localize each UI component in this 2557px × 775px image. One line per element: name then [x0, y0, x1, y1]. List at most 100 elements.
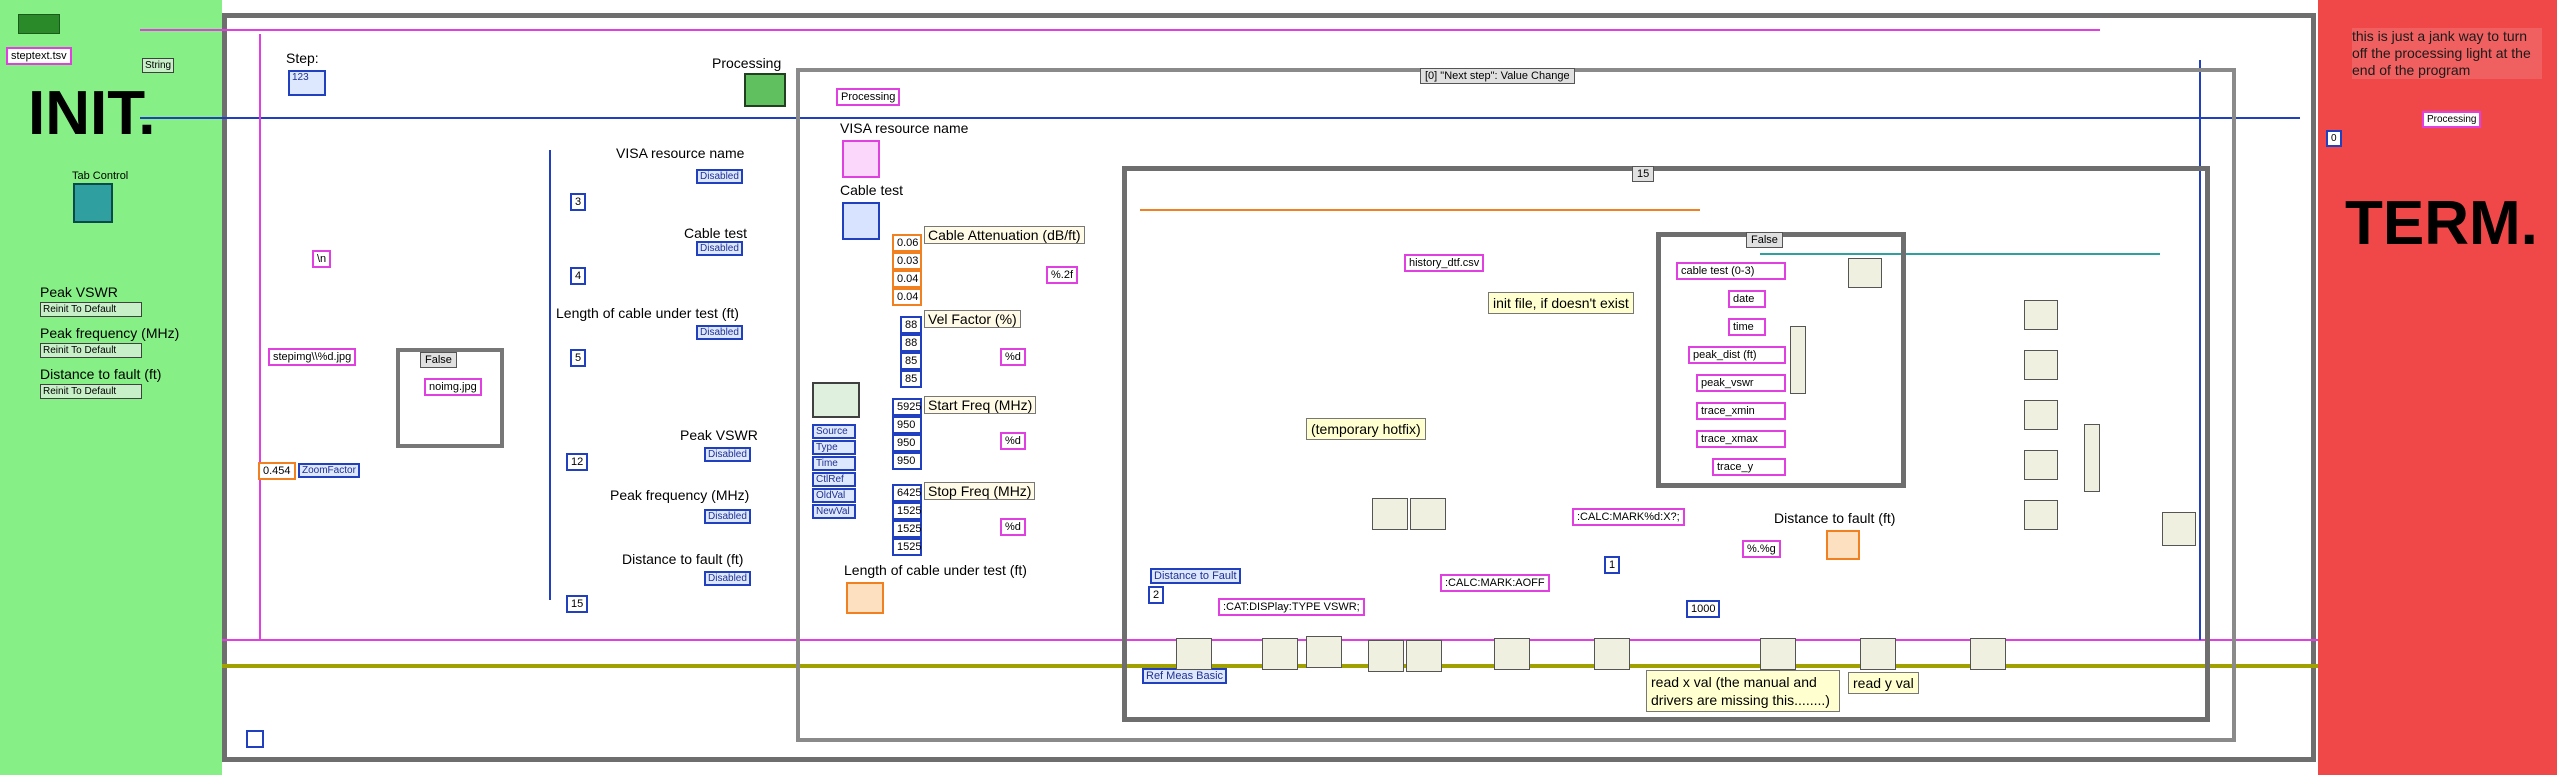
row-disabled-indicator: Disabled [704, 571, 751, 586]
disabled-row: Length of cable under test (ft) 5 Disabl… [556, 305, 756, 427]
format-constant[interactable]: %d [1000, 432, 1026, 450]
const-1000[interactable]: 1000 [1686, 600, 1720, 618]
const-1[interactable]: 1 [1604, 556, 1620, 574]
array-element[interactable]: 0.03 [892, 252, 922, 270]
row-label: Distance to fault (ft) [622, 551, 743, 567]
stepimg-constant[interactable]: stepimg\\%d.jpg [268, 348, 356, 366]
event-data-item: NewVal [812, 504, 856, 519]
driver-vi-icon [1860, 638, 1896, 670]
node-icon [2024, 400, 2058, 430]
dtf-enum[interactable]: Distance to Fault [1150, 568, 1241, 584]
bundle-node-icon [1790, 326, 1806, 394]
bundle-item[interactable]: trace_xmax [1696, 430, 1786, 448]
array-title: Stop Freq (MHz) [924, 482, 1035, 500]
driver-vi-icon [1406, 640, 1442, 672]
disabled-row: Cable test 4 Disabled [556, 223, 756, 305]
event-data-item: Type [812, 440, 856, 455]
processing-local-ref[interactable]: Processing [836, 88, 900, 106]
row-index-const[interactable]: 4 [570, 267, 586, 285]
visa-label: VISA resource name [840, 120, 968, 136]
node-icon [2024, 300, 2058, 330]
cable-control-icon[interactable] [842, 202, 880, 240]
bundle-item[interactable]: peak_vswr [1696, 374, 1786, 392]
array-element[interactable]: 88 [900, 316, 922, 334]
array-element[interactable]: 0.04 [892, 270, 922, 288]
driver-vi-icon [1410, 498, 1446, 530]
bundle-item[interactable]: trace_y [1712, 458, 1786, 476]
read-y-comment: read y val [1848, 672, 1919, 694]
disabled-row: VISA resource name 3 Disabled [556, 145, 756, 223]
array-element[interactable]: 950 [892, 452, 922, 470]
bundle-item[interactable]: trace_xmin [1696, 402, 1786, 420]
array-values: 5925 950 950 950 [892, 398, 922, 470]
zoom-constant[interactable]: 0.454 [258, 462, 296, 480]
history-file-const[interactable]: history_dtf.csv [1404, 254, 1484, 272]
format-constant[interactable]: %d [1000, 348, 1026, 366]
noimg-constant[interactable]: noimg.jpg [424, 378, 482, 396]
node-icon [2024, 500, 2058, 530]
array-title: Start Freq (MHz) [924, 396, 1036, 414]
read-x-comment: read x val (the manual and drivers are m… [1646, 670, 1840, 712]
array-element[interactable]: 0.04 [892, 288, 922, 306]
inner-case-selector[interactable]: False [1746, 232, 1783, 248]
array-element[interactable]: 6425 [892, 484, 922, 502]
array-element[interactable]: 88 [900, 334, 922, 352]
format-constant[interactable]: %.2f [1046, 266, 1078, 284]
dtf-label: Distance to fault (ft) [1774, 510, 1895, 526]
event-ok-icon[interactable] [812, 382, 860, 418]
bundle-item[interactable]: date [1728, 290, 1766, 308]
bundle-item[interactable]: time [1728, 318, 1766, 336]
array-element[interactable]: 950 [892, 434, 922, 452]
array-element[interactable]: 1525 [892, 502, 922, 520]
processing-label: Processing [712, 55, 781, 71]
visa-control-icon[interactable] [842, 140, 880, 178]
img-case-selector[interactable]: False [420, 352, 457, 368]
array-values: 88 88 85 85 [900, 316, 922, 388]
dtf-indicator-icon [1826, 530, 1860, 560]
write-file-icon [1848, 258, 1882, 288]
build-array-icon [2084, 424, 2100, 492]
calc-mark-x-const[interactable]: :CALC:MARK%d:X?; [1572, 508, 1685, 526]
array-element[interactable]: 85 [900, 370, 922, 388]
array-title: Vel Factor (%) [924, 310, 1021, 328]
disabled-row: Peak VSWR 12 Disabled [556, 427, 756, 487]
row-index-const[interactable]: 15 [566, 595, 588, 613]
hotfix-comment: (temporary hotfix) [1306, 418, 1426, 440]
row-index-const[interactable]: 12 [566, 453, 588, 471]
format-constant[interactable]: %d [1000, 518, 1026, 536]
event-data-item: Time [812, 456, 856, 471]
row-label: VISA resource name [616, 145, 744, 161]
newline-constant[interactable]: \n [312, 250, 331, 268]
case-15-selector[interactable]: 15 [1632, 166, 1654, 182]
cat-display-const[interactable]: :CAT:DISPlay:TYPE VSWR; [1218, 598, 1365, 616]
row-index-const[interactable]: 5 [570, 349, 586, 367]
bundle-item[interactable]: cable test (0-3) [1676, 262, 1786, 280]
row-label: Length of cable under test (ft) [556, 305, 739, 321]
row-index-const[interactable]: 3 [570, 193, 586, 211]
row-label: Peak VSWR [680, 427, 758, 443]
event-selector[interactable]: [0] "Next step": Value Change [1420, 68, 1575, 84]
processing-led-icon[interactable] [744, 73, 786, 107]
length-label: Length of cable under test (ft) [844, 562, 1027, 578]
array-element[interactable]: 5925 [892, 398, 922, 416]
disabled-row: Distance to fault (ft) 15 Disabled [556, 551, 756, 611]
init-file-comment: init file, if doesn't exist [1488, 292, 1634, 314]
event-data-node: Source Type Time CtlRef OldVal NewVal [812, 424, 856, 519]
array-element[interactable]: 0.06 [892, 234, 922, 252]
calc-mark-aoff-const[interactable]: :CALC:MARK:AOFF [1440, 574, 1550, 592]
format-g-const[interactable]: %.%g [1742, 540, 1781, 558]
array-element[interactable]: 1525 [892, 520, 922, 538]
ref-meas-enum[interactable]: Ref Meas Basic [1142, 668, 1227, 684]
driver-vi-icon [1372, 498, 1408, 530]
length-control-icon[interactable] [846, 582, 884, 614]
array-element[interactable]: 1525 [892, 538, 922, 556]
bundle-item[interactable]: peak_dist (ft) [1688, 346, 1786, 364]
driver-vi-icon [1494, 638, 1530, 670]
array-element[interactable]: 950 [892, 416, 922, 434]
const-2[interactable]: 2 [1148, 586, 1164, 604]
array-element[interactable]: 85 [900, 352, 922, 370]
row-disabled-indicator: Disabled [696, 325, 743, 340]
array-values: 0.06 0.03 0.04 0.04 [892, 234, 922, 306]
zoom-factor-node: ZoomFactor [298, 463, 360, 478]
event-data-item: Source [812, 424, 856, 439]
